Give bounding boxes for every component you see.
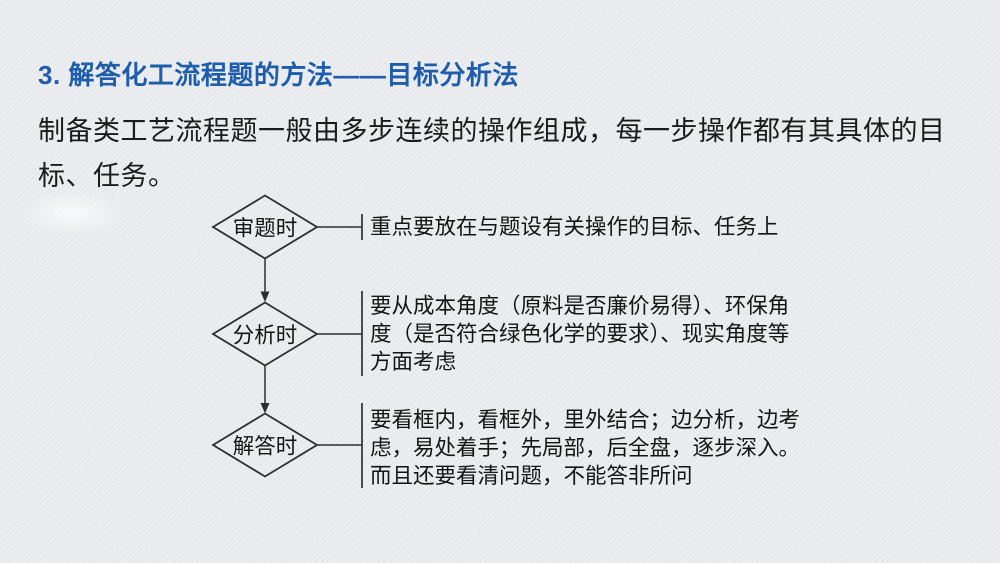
diamond-label-analyze: 分析时 — [232, 323, 298, 348]
down-arrow-head-2 — [260, 403, 270, 414]
description-line: 方面考虑 — [370, 350, 457, 374]
body-text-line-2: 标、任务。 — [38, 161, 176, 191]
body-text-line-1: 制备类工艺流程题一般由多步连续的操作组成，每一步操作都有其具体的目 — [38, 116, 946, 146]
down-arrow-head-1 — [260, 291, 270, 302]
description-line: 度（是否符合绿色化学的要求）、现实角度等 — [370, 322, 790, 346]
node-description-3: 要看框内，看框外，里外结合；边分析，边考 虑，易处着手；先局部，后全盘，逐步深入… — [370, 406, 800, 490]
diamond-label-review: 审题时 — [232, 216, 298, 241]
diamond-label-answer: 解答时 — [232, 434, 298, 459]
flowchart-shapes-svg — [211, 194, 363, 488]
description-line: 要从成本角度（原料是否廉价易得）、环保角 — [370, 294, 790, 318]
faded-watermark-smudge — [22, 190, 122, 236]
node-description-2: 要从成本角度（原料是否廉价易得）、环保角 度（是否符合绿色化学的要求）、现实角度… — [370, 292, 789, 376]
description-line: 要看框内，看框外，里外结合；边分析，边考 — [370, 408, 801, 432]
node-description-1: 重点要放在与题设有关操作的目标、任务上 — [370, 213, 779, 241]
description-line: 而且还要看清问题，不能答非所问 — [370, 464, 693, 488]
description-line: 重点要放在与题设有关操作的目标、任务上 — [370, 215, 779, 239]
description-line: 虑，易处着手；先局部，后全盘，逐步深入。 — [370, 436, 801, 460]
slide-title: 3. 解答化工流程题的方法——目标分析法 — [38, 60, 519, 90]
